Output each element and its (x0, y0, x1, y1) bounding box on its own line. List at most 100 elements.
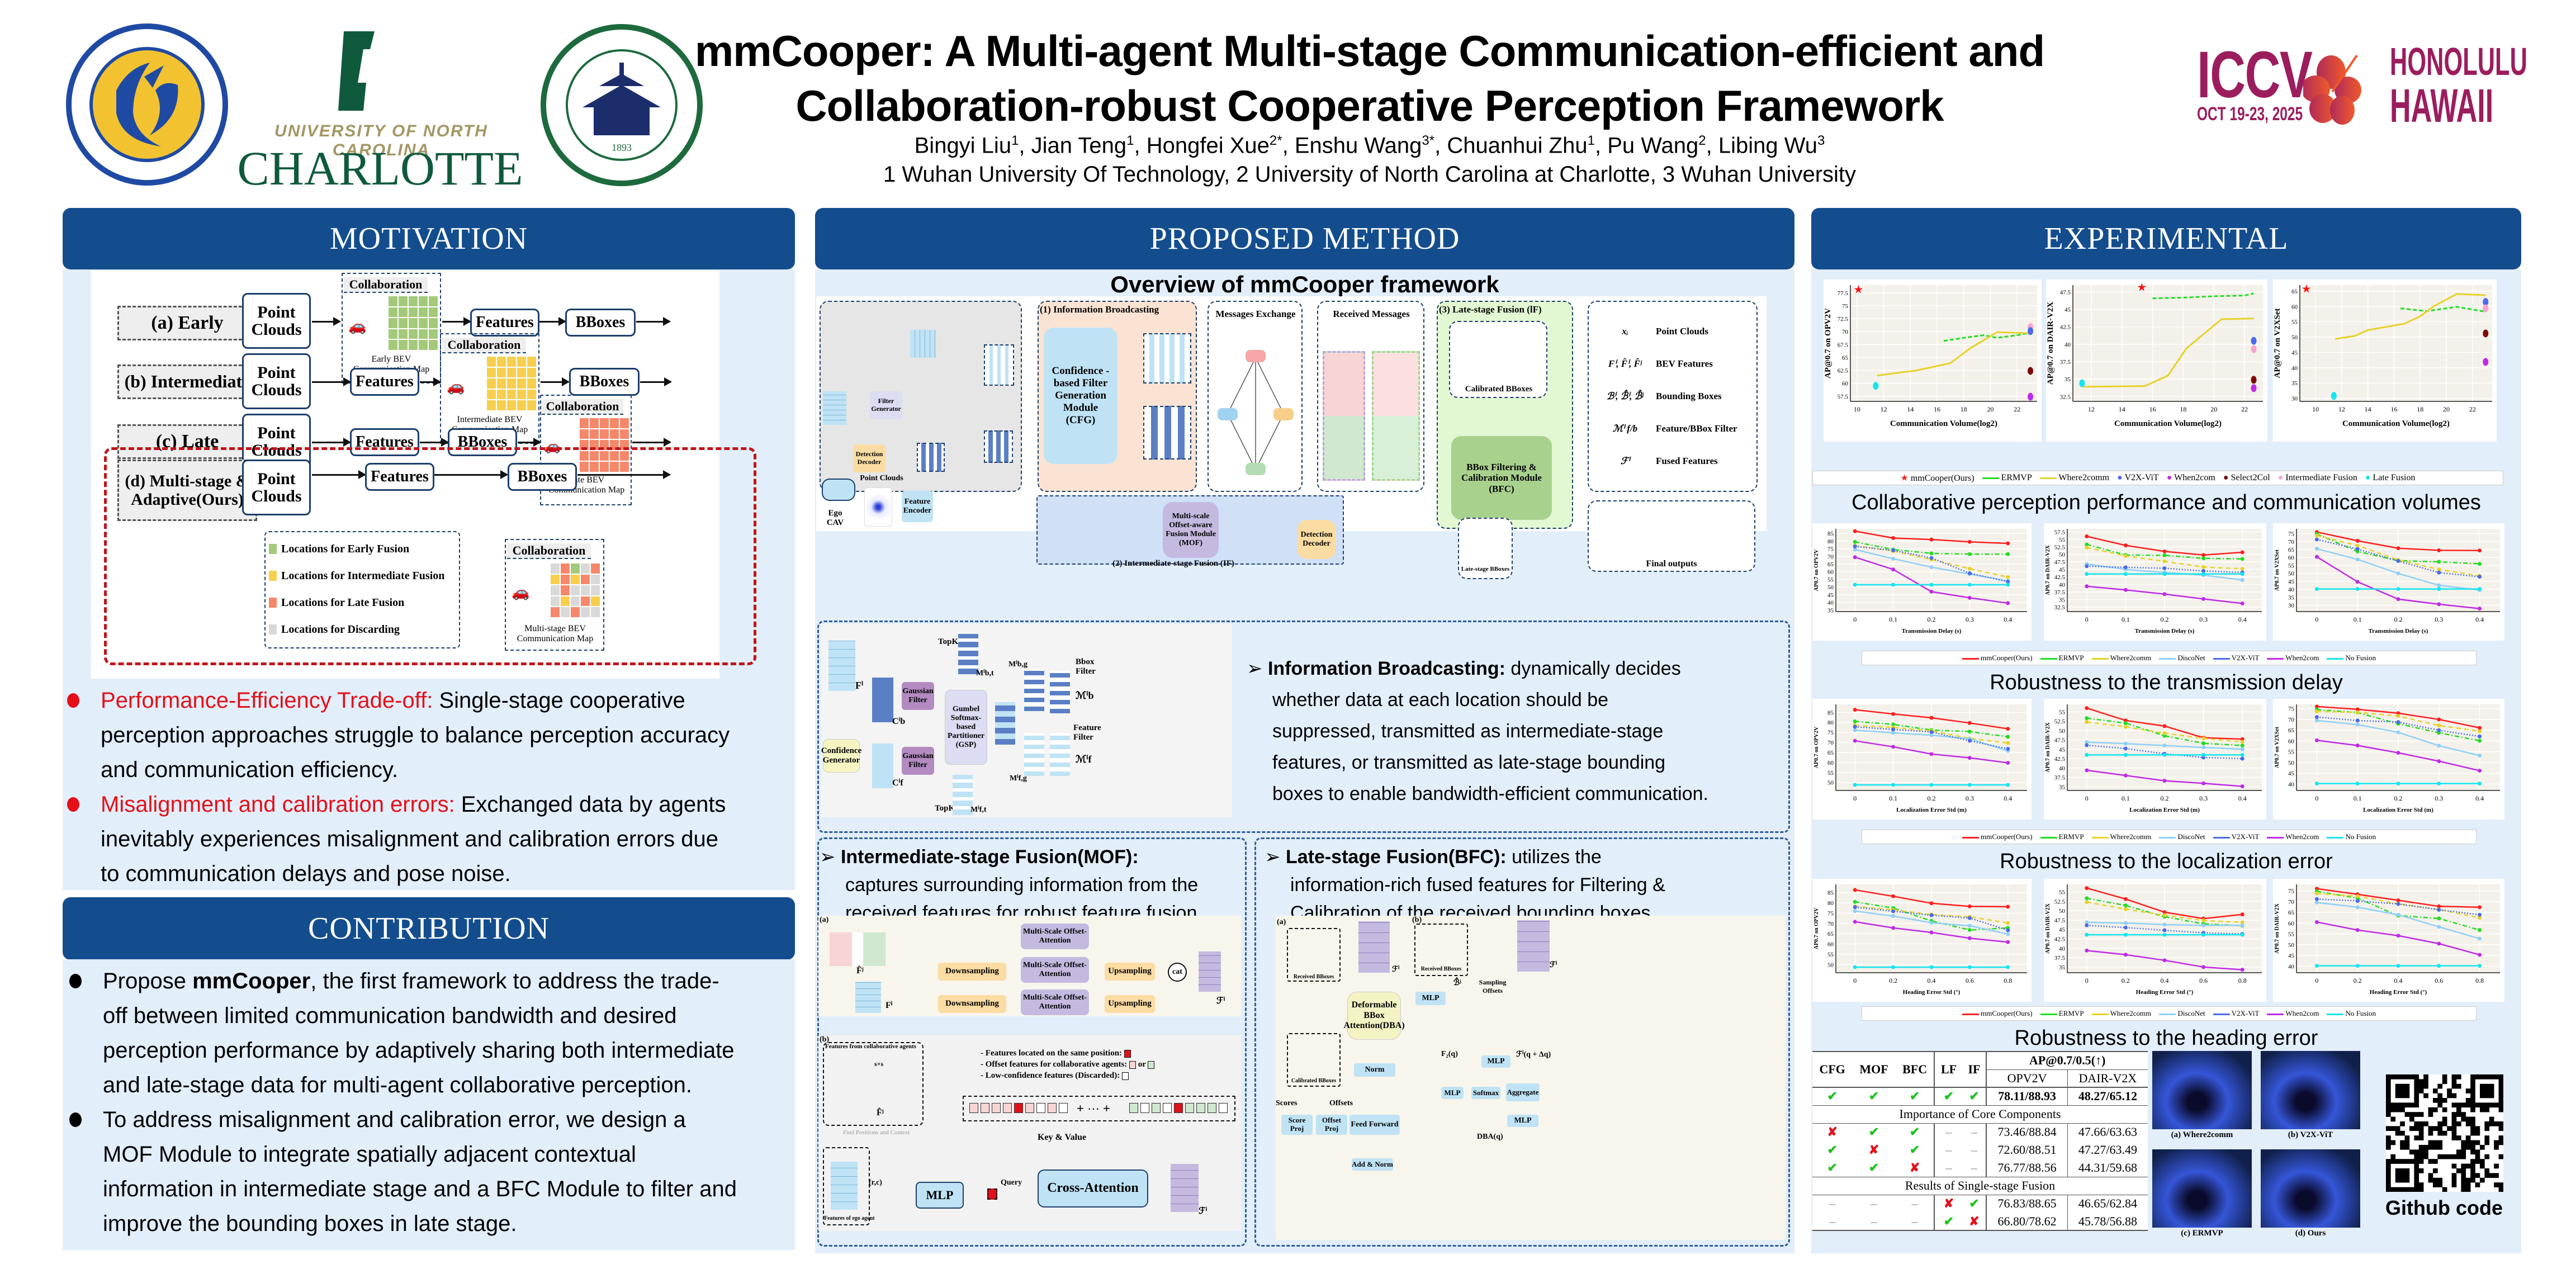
mask-fg (1024, 733, 1044, 776)
x-tick-label: 0.4 (2004, 794, 2012, 802)
y-tick-label: 30 (2288, 603, 2295, 609)
norm-block: Norm (1354, 1063, 1395, 1077)
affiliations: 1 Wuhan University Of Technology, 2 Univ… (883, 162, 1857, 187)
legend-item: ERMVP (1982, 473, 2032, 483)
x-tick-label: 12 (2088, 405, 2095, 413)
data-point (1967, 571, 1972, 575)
series-where2comm (2317, 534, 2480, 577)
data-point (2240, 740, 2244, 744)
upsampling-1: Upsampling (1105, 963, 1155, 981)
poster-title-line2: Collaboration-robust Cooperative Percept… (795, 81, 1944, 130)
data-point (2314, 897, 2319, 901)
final-outputs-label: Final outputs (1646, 559, 1697, 569)
github-code-label[interactable]: Github code (2385, 1196, 2503, 1219)
legend-item: DiscoNet (2159, 832, 2205, 841)
downsampling-2: Downsampling (938, 995, 1006, 1013)
y-tick-label: 75 (1842, 303, 1849, 310)
x-tick-label: 0.4 (2238, 615, 2247, 623)
data-point (1929, 551, 1934, 556)
series-ermvp (2400, 306, 2486, 313)
find-positions-label: Find Positions and Context (843, 1129, 910, 1136)
table-cell: 76.77/88.56 (1986, 1159, 2068, 1177)
x-tick-label: 0.4 (2475, 615, 2484, 623)
bfc-figure: (a) Received BBoxes ℱⁱ Deformable BBox A… (1276, 916, 1786, 1240)
data-point (2123, 907, 2128, 911)
series-v2x-vit (1855, 546, 2009, 583)
y-tick-label: 75 (1827, 910, 1834, 917)
iccv-name: ICCV (2197, 38, 2313, 112)
filtered-bbox-icon (1143, 406, 1191, 460)
legend-item: ● Intermediate Fusion (2277, 473, 2357, 482)
data-point (2006, 735, 2010, 739)
text-line: suppressed, transmitted as intermediate-… (1272, 721, 1664, 742)
data-point (2123, 921, 2128, 925)
series-v2x-vit (1855, 726, 2009, 750)
data-point (2478, 769, 2482, 773)
x-tick-label: 12 (1881, 405, 1887, 413)
y-tick-label: 45 (2059, 746, 2066, 753)
bev-cell (507, 367, 516, 378)
ego-label: Ego CAV (826, 509, 844, 527)
map-caption-ours: Multi-stage BEV Communication Map (517, 624, 594, 643)
bev-cell (600, 462, 609, 472)
y-tick-label: 45 (2288, 953, 2295, 959)
bullet-text: information in intermediate stage and a … (103, 1177, 737, 1201)
data-point (2478, 936, 2482, 941)
data-point (2123, 565, 2128, 570)
data-point (1891, 583, 1896, 587)
author: Enshu Wang (1294, 133, 1422, 158)
x-tick-label: 0 (2085, 977, 2089, 984)
qr-code[interactable] (2386, 1074, 2504, 1192)
received-feature-icon (1323, 351, 1365, 481)
bullet-text: and communication efficiency. (101, 757, 399, 782)
data-point (2201, 569, 2206, 573)
data-point (1853, 738, 1857, 743)
data-point (2085, 716, 2089, 721)
bev-cell (399, 318, 408, 328)
legend-swatch (2159, 657, 2176, 660)
data-point (2006, 583, 2010, 587)
legend-swatch (2213, 836, 2230, 839)
detection-decoder-2: Detection Decoder (1297, 520, 1336, 559)
collab-label: Collaboration (344, 277, 428, 293)
data-point (2240, 784, 2244, 789)
point-select2col (2483, 329, 2489, 338)
y-tick-label: 45 (2059, 927, 2066, 934)
bev-cell (600, 429, 609, 439)
bev-cell (507, 389, 516, 400)
bullet-text: Propose (103, 969, 193, 993)
data-point (2162, 958, 2167, 963)
text-line: utilizes the (1506, 846, 1602, 868)
bev-cell (581, 574, 590, 585)
y-tick-label: 75 (2288, 706, 2295, 713)
data-point (2478, 729, 2482, 733)
data-point (2123, 741, 2128, 746)
bev-cell (590, 418, 599, 428)
data-point (2201, 923, 2206, 927)
series-ermvp (2086, 897, 2243, 927)
legend-item: No Fusion (2327, 654, 2376, 662)
data-point (1929, 583, 1934, 587)
cfg-detail-figure: Fⁱ Confidence Generator Cⁱb Cⁱf Gaussian… (821, 624, 1232, 817)
x-tick-label: 0.2 (2394, 794, 2403, 802)
data-point (2085, 545, 2089, 550)
received-messages-label: Received Messages (1333, 309, 1410, 319)
msoa-2: Multi-Scale Offset-Attention (1021, 957, 1089, 983)
bev-cell (610, 462, 619, 472)
data-point (1853, 783, 1857, 787)
bev-cell (600, 451, 609, 461)
data-point (2162, 549, 2167, 553)
sampling-offsets-label: Sampling Offsets (1479, 978, 1507, 995)
bev-cell (590, 451, 599, 461)
bev-cell (571, 574, 580, 585)
data-point (1967, 904, 1972, 908)
series-ermvp (1855, 721, 2008, 738)
feature-token (1174, 1103, 1183, 1113)
bev-cell (581, 585, 590, 595)
data-point (2437, 782, 2441, 786)
y-tick-label: 85 (1827, 709, 1834, 716)
legend-item: ERMVP (2040, 1009, 2084, 1018)
messages-exchange-label: Messages Exchange (1215, 309, 1296, 319)
y-tick-label: 70 (1827, 553, 1834, 560)
